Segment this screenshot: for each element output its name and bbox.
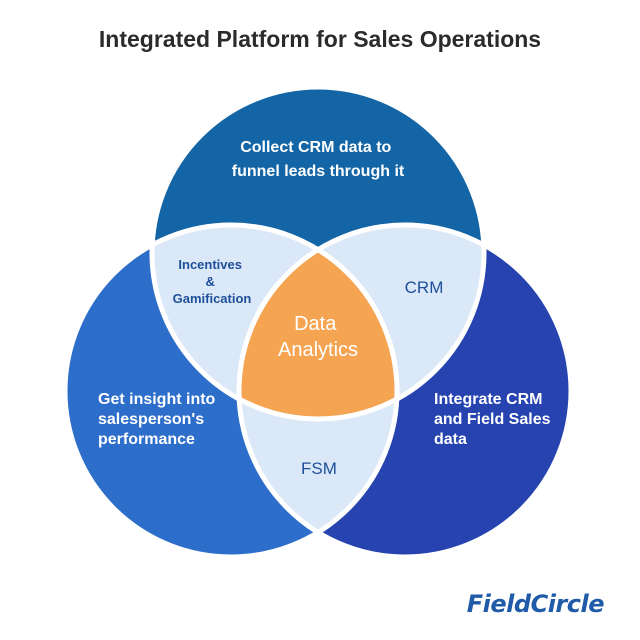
outline-right bbox=[236, 222, 574, 560]
page-title: Integrated Platform for Sales Operations bbox=[98, 26, 542, 52]
right-circle-text: Integrate CRM and Field Sales data bbox=[434, 391, 555, 448]
left-circle-text: Get insight into salesperson's performan… bbox=[98, 391, 220, 448]
top-circle-text: Collect CRM data to funnel leads through… bbox=[232, 139, 405, 180]
center-region bbox=[239, 225, 397, 419]
overlap-crm-label: CRM bbox=[405, 278, 444, 297]
overlap-incentives-label: Incentives & Gamification bbox=[173, 257, 252, 306]
fieldcircle-logo: FieldCircle bbox=[466, 590, 605, 618]
overlap-fsm-label: FSM bbox=[301, 459, 337, 478]
center-label: Data Analytics bbox=[278, 313, 358, 361]
outline-top bbox=[149, 84, 487, 422]
outline-left bbox=[62, 222, 400, 560]
